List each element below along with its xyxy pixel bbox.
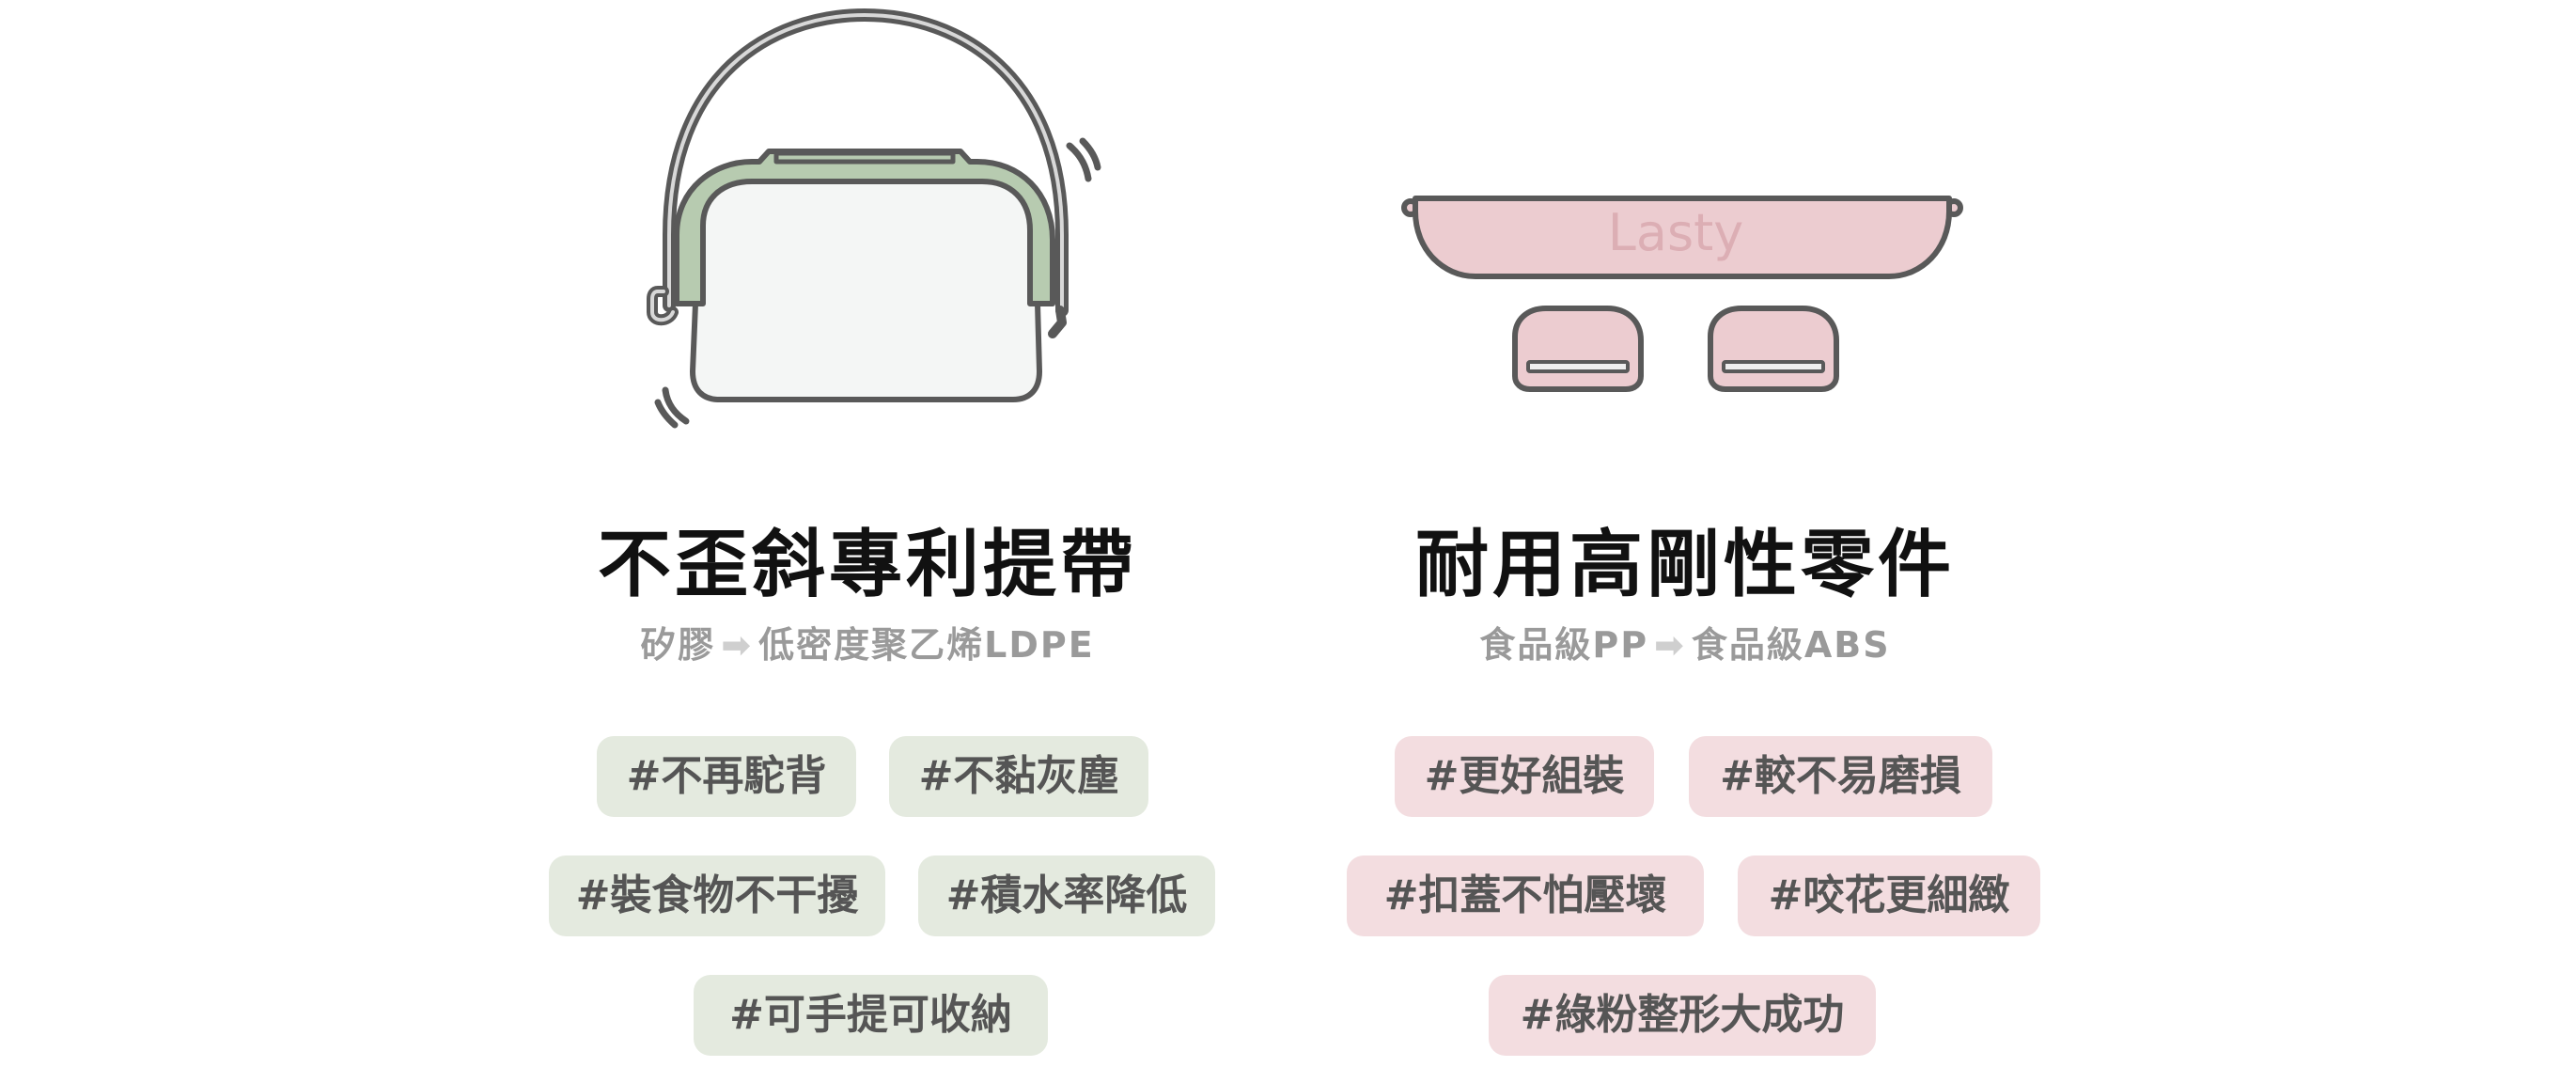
arrow-right-icon: ➡ [1654,624,1686,666]
feature-tag: #裝食物不干擾 [549,855,885,936]
feature-tag: #更好組裝 [1395,736,1654,817]
right-material-change: 食品級PP➡食品級ABS [1262,616,2108,667]
feature-tag: #可手提可收納 [694,975,1048,1056]
feature-tag: #不黏灰塵 [889,736,1148,817]
left-to-material: 低密度聚乙烯LDPE [758,624,1095,666]
feature-tag: #綠粉整形大成功 [1489,975,1876,1056]
feature-tag: #積水率降低 [918,855,1215,936]
pink-parts-illustration: Lasty [1401,196,1963,392]
feature-tag: #不再駝背 [597,736,856,817]
lunchbox-with-handle-illustration [647,8,1101,429]
left-from-material: 矽膠 [640,624,716,666]
feature-tag: #扣蓋不怕壓壞 [1347,855,1704,936]
left-material-change: 矽膠➡低密度聚乙烯LDPE [445,616,1290,667]
right-to-material: 食品級ABS [1691,624,1891,666]
arrow-right-icon: ➡ [721,624,754,666]
feature-tag: #較不易磨損 [1689,736,1992,817]
right-from-material: 食品級PP [1479,624,1649,666]
left-title: 不歪斜專利提帶 [597,523,1137,607]
feature-tag: #咬花更細緻 [1738,855,2040,936]
lasty-logo: Lasty [1608,203,1743,262]
right-title: 耐用高剛性零件 [1414,523,1955,607]
